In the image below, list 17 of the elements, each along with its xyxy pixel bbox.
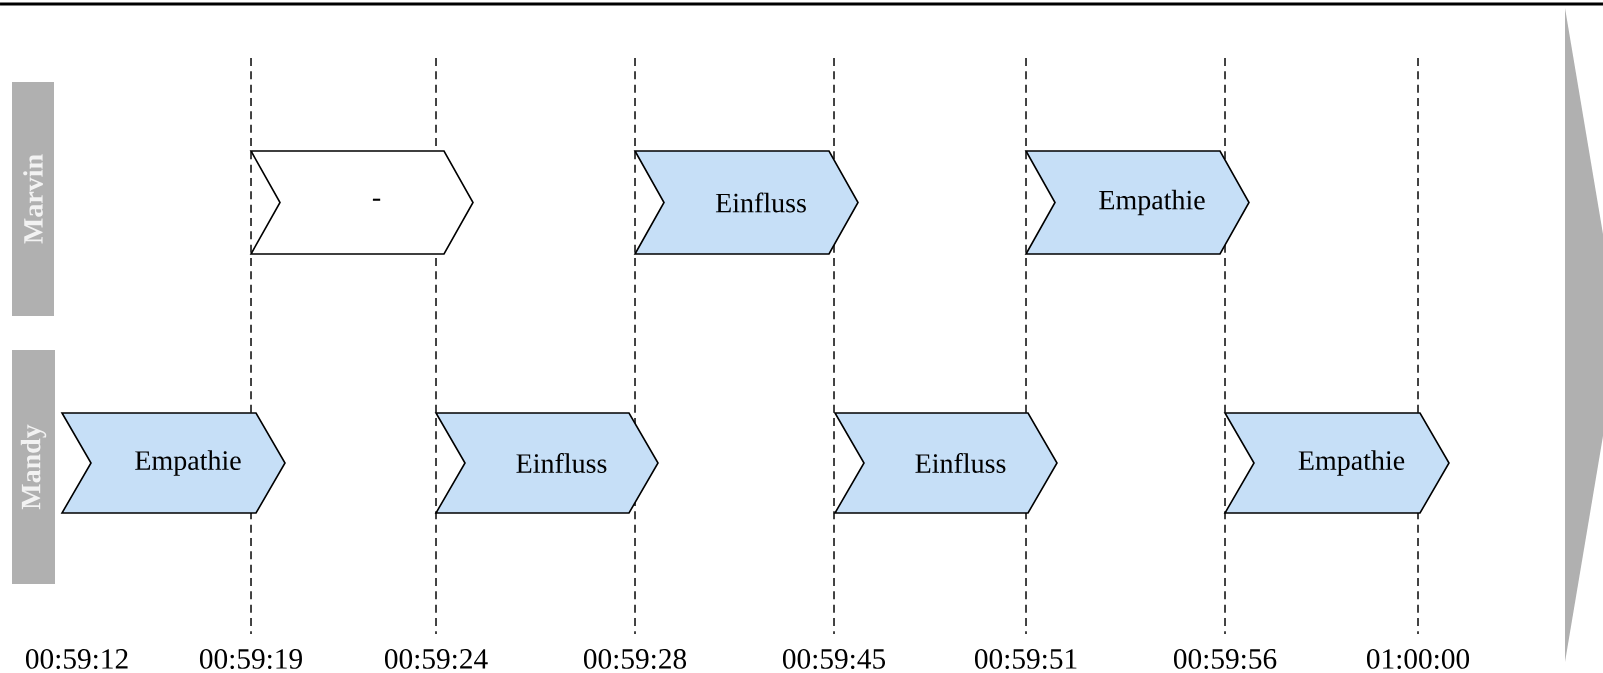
time-label: 00:59:19 [199, 649, 302, 669]
time-label: 00:59:12 [25, 649, 128, 669]
time-label: 01:00:00 [1366, 649, 1470, 669]
chevron-step: Einfluss [833, 412, 1058, 514]
chevron-step: Empathie [1024, 150, 1250, 255]
chevron-step: Einfluss [633, 150, 859, 255]
time-label: 00:59:56 [1173, 649, 1277, 669]
time-label: 00:59:45 [782, 649, 886, 669]
time-label: 00:59:24 [384, 649, 488, 669]
chevron-step: Einfluss [434, 412, 659, 514]
time-label: 00:59:51 [974, 649, 1077, 669]
chevron-step: Empathie [1223, 412, 1450, 514]
chevron-step: - [249, 150, 474, 255]
lane-label: Marvin [12, 82, 54, 316]
lane-label: Mandy [12, 350, 55, 584]
time-label: 00:59:28 [583, 649, 687, 669]
chevron-step: Empathie [60, 412, 286, 514]
